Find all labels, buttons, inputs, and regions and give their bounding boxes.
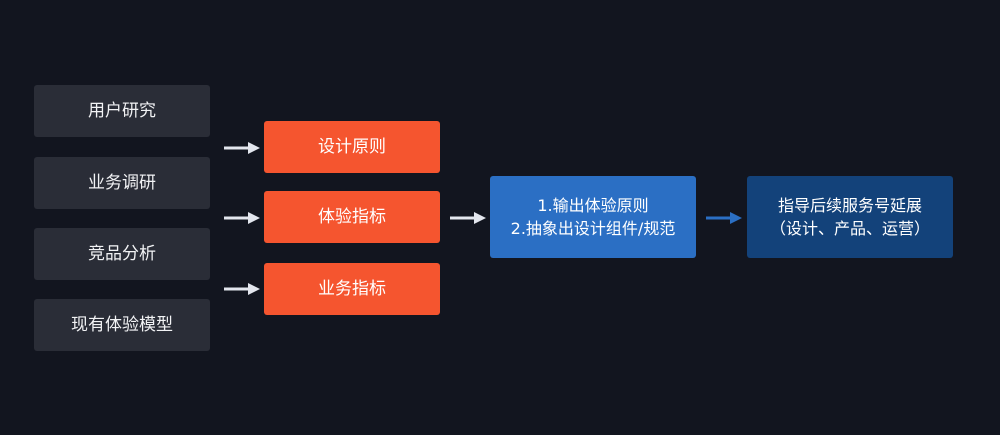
guide-service-extension-box: 指导后续服务号延展 （设计、产品、运营） [747,176,953,258]
experience-metrics-box: 体验指标 [264,191,440,243]
input-business-research: 业务调研 [34,157,210,209]
arrow-to-result-box [706,212,742,224]
arrow-input-to-experience-metrics [224,212,260,224]
arrow-to-output-box [450,212,486,224]
design-principle-box: 设计原则 [264,121,440,173]
arrow-input-to-business-metrics [224,283,260,295]
input-user-research: 用户研究 [34,85,210,137]
output-principles-components-box: 1.输出体验原则 2.抽象出设计组件/规范 [490,176,696,258]
input-current-experience-model: 现有体验模型 [34,299,210,351]
business-metrics-box: 业务指标 [264,263,440,315]
arrow-input-to-design-principle [224,142,260,154]
input-competitor-analysis: 竞品分析 [34,228,210,280]
